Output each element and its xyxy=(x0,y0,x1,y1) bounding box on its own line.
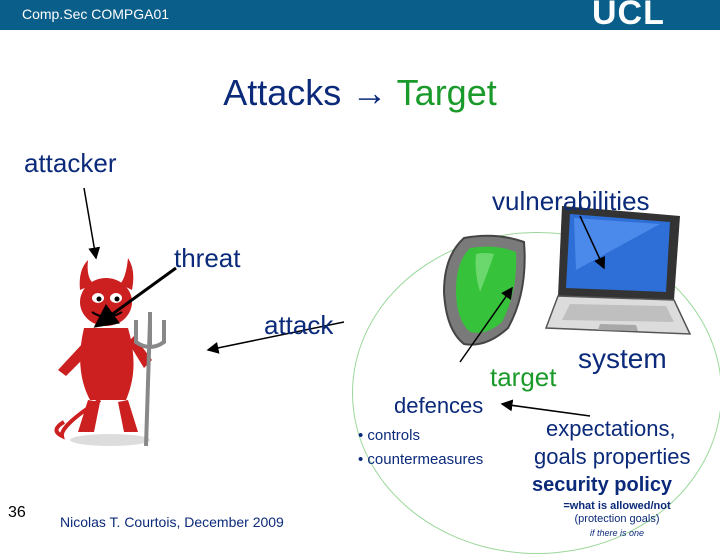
label-attack: attack xyxy=(264,310,334,340)
devil-icon xyxy=(54,258,166,447)
label-threat: threat xyxy=(174,243,241,273)
label-defences: defences xyxy=(394,393,484,418)
arrow-expectations xyxy=(500,399,591,417)
header-bar xyxy=(0,0,720,30)
defence-item-countermeasures: • countermeasures xyxy=(358,451,484,468)
label-system: system xyxy=(578,343,667,374)
label-attacker: attacker xyxy=(24,148,117,178)
arrow-attacker xyxy=(83,187,101,260)
arrow-target xyxy=(459,286,513,363)
slide-number: 36 xyxy=(8,504,26,521)
policy-note-2: (protection goals) xyxy=(574,513,660,525)
policy-note-1: =what is allowed/not xyxy=(563,500,671,512)
title-part-target: Target xyxy=(396,72,497,113)
label-target: target xyxy=(490,362,557,392)
security-policy-label: security policy xyxy=(532,474,673,496)
arrow-vulnerabilities xyxy=(579,215,606,270)
arrows-layer xyxy=(83,187,606,417)
ucl-logo: UCL xyxy=(592,0,665,32)
expectations-line-2: goals properties xyxy=(534,444,691,469)
label-vulnerabilities: vulnerabilities xyxy=(492,186,650,216)
expectations-line-1: expectations, xyxy=(546,416,676,441)
title-part-attacks: Attacks xyxy=(223,72,342,113)
course-title: Comp.Sec COMPGA01 xyxy=(22,6,170,22)
footer-author: Nicolas T. Courtois, December 2009 xyxy=(60,514,284,530)
defence-item-controls: • controls xyxy=(358,427,420,444)
policy-note-3: if there is one xyxy=(589,528,645,538)
title-arrow: → xyxy=(351,72,388,113)
slide-title: Attacks → Target xyxy=(0,72,720,114)
laptop-icon xyxy=(544,206,692,335)
arrow-threat xyxy=(93,266,177,328)
arrow-attack xyxy=(206,321,345,354)
shield-icon xyxy=(442,234,526,346)
